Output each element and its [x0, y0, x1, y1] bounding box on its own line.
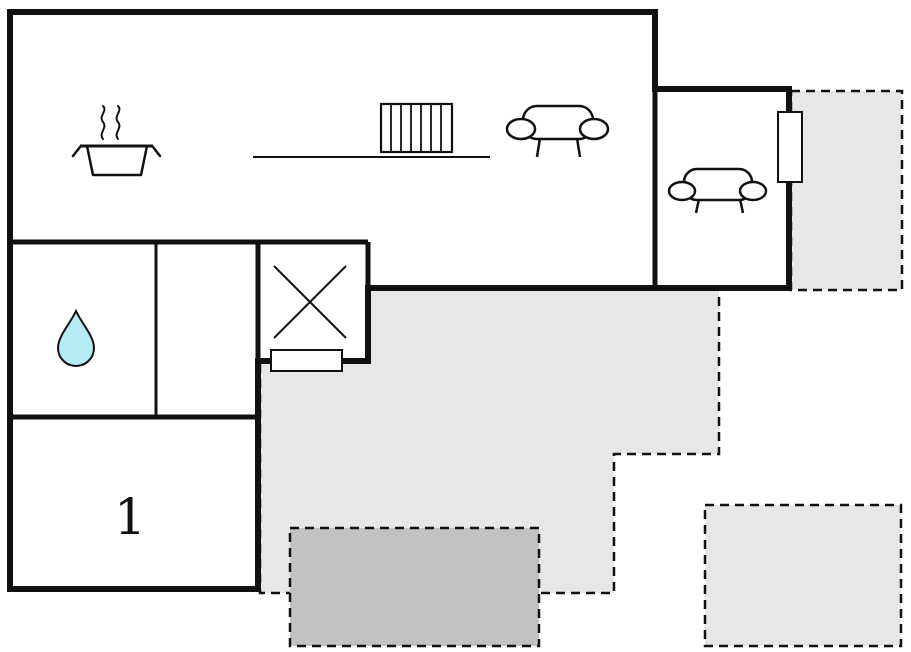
crossed-square-icon — [273, 265, 347, 339]
steam-lines — [100, 105, 121, 140]
radiator-icon — [379, 102, 454, 154]
room-label-1: 1 — [114, 488, 146, 546]
patio-dark — [288, 526, 541, 648]
sofa-rightroom-icon — [667, 167, 768, 214]
stove-pot-icon — [71, 105, 162, 177]
sofa-arm-left — [667, 180, 697, 202]
interior-walls — [10, 89, 658, 420]
window-bottom-icon — [270, 349, 343, 372]
sofa-arm-right — [578, 117, 610, 141]
sofa-legs — [694, 198, 745, 214]
sofa-legs — [535, 137, 582, 158]
window-right-icon — [777, 111, 803, 183]
water-drop-icon — [56, 308, 96, 368]
radiator-fins — [390, 104, 442, 152]
pot-handles — [71, 145, 162, 158]
sofa-arm-right — [738, 180, 768, 202]
sofa-living-icon — [505, 104, 610, 158]
patio-bottom-right — [703, 503, 903, 648]
terrace-top-right — [789, 89, 904, 292]
pot-body — [85, 144, 149, 177]
sofa-arm-left — [505, 117, 537, 141]
